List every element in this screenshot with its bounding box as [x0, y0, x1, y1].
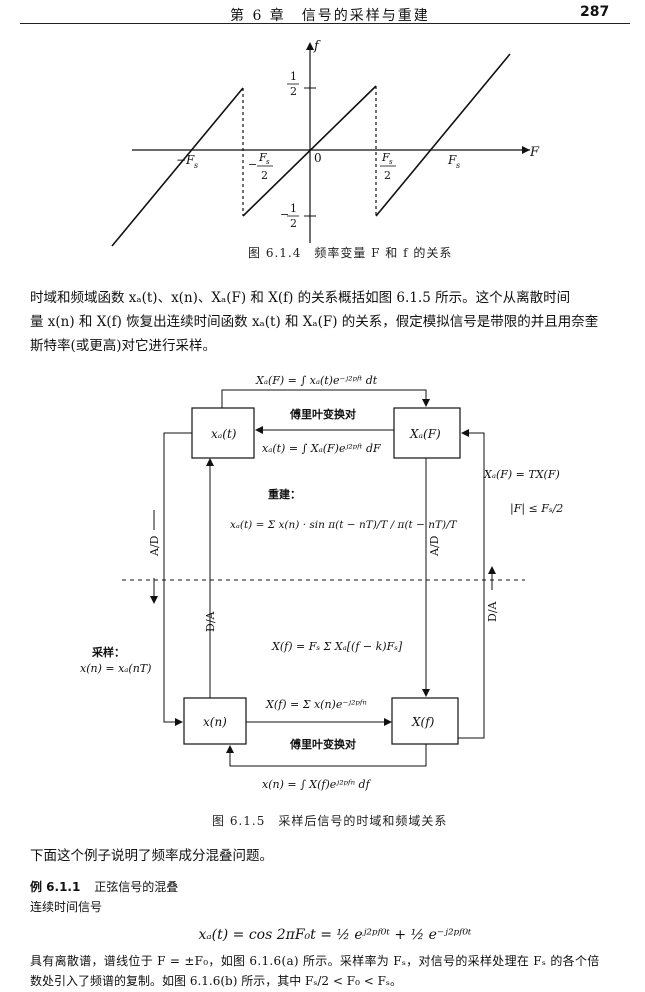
- page-number: 287: [580, 4, 610, 20]
- arrow-up-icon: [226, 745, 234, 753]
- reconstruction-title: 重建：: [268, 487, 301, 501]
- alias-formula: X(f) = Fₛ Σ Xₐ[(f − k)Fₛ]: [271, 640, 403, 653]
- figure-6-1-5-caption: 图 6.1.5 采样后信号的时域和频域关系: [212, 814, 448, 828]
- neg-half-sign: −: [280, 208, 289, 221]
- sawtooth-segment-right: [375, 53, 511, 217]
- svg-text:2: 2: [384, 169, 391, 182]
- ad-left-label: A/D: [148, 535, 161, 557]
- top-formula: Xₐ(F) = ∫ xₐ(t)e⁻ʲ²ᵖᶠᵗ dt: [255, 374, 378, 387]
- label-neg-Fs2-num: F: [258, 151, 267, 164]
- label-neg-Fs2-sign: −: [248, 158, 257, 171]
- arrow-right-icon: [384, 718, 392, 726]
- half-num: 1: [290, 70, 297, 83]
- neg-half-num: 1: [290, 202, 297, 215]
- dtft-formula: X(f) = Σ x(n)e⁻ʲ²ᵖᶠⁿ: [265, 698, 367, 711]
- arrow-up-icon: [206, 458, 214, 466]
- svg-text:2: 2: [261, 169, 268, 182]
- example-6-1-1: 例 6.1.1 正弦信号的混叠 连续时间信号 xₐ(t) = cos 2πF₀t…: [30, 878, 640, 992]
- paragraph-1-line-3: 斯特率(或更高)对它进行采样。: [30, 338, 217, 354]
- sawtooth-segment-center: [242, 85, 377, 217]
- box-Xa-F: [393, 407, 461, 459]
- half-den: 2: [290, 85, 297, 98]
- example-line-2: 具有离散谱，谱线位于 F = ±F₀，如图 6.1.6(a) 所示。采样率为 F…: [30, 954, 600, 968]
- svg-text:Xₐ(F): Xₐ(F): [409, 427, 441, 441]
- svg-text:X(f): X(f): [411, 715, 435, 729]
- label-Fs-sub: s: [456, 161, 460, 170]
- paragraph-1-line-2: 量 x(n) 和 X(f) 恢复出连续时间函数 xₐ(t) 和 Xₐ(F) 的关…: [30, 314, 599, 330]
- example-equation: xₐ(t) = cos 2πF₀t = ½ eʲ²ᵖᶠ⁰ᵗ + ½ e⁻ʲ²ᵖᶠ…: [198, 927, 472, 943]
- ad-right-label: A/D: [428, 535, 441, 557]
- fourier-pair-label-top: 傅里叶变换对: [289, 407, 356, 421]
- example-line-1: 连续时间信号: [30, 900, 103, 914]
- neg-half-den: 2: [290, 217, 297, 230]
- sampling-formula: x(n) = xₐ(nT): [80, 662, 151, 675]
- arrow-down-icon: [422, 689, 430, 697]
- arrow-up-icon: [488, 566, 496, 574]
- chapter-title: 第 6 章 信号的采样与重建: [230, 8, 430, 24]
- arrow-up-icon: [306, 42, 314, 50]
- figure-6-1-4-caption: 图 6.1.4 频率变量 F 和 f 的关系: [248, 246, 453, 260]
- da-right-label: D/A: [486, 600, 499, 622]
- label-Fs: F: [447, 153, 457, 167]
- paragraph-1: 时域和频域函数 xₐ(t)、x(n)、Xₐ(F) 和 X(f) 的关系概括如图 …: [30, 286, 630, 358]
- arrow-right-icon: [522, 146, 530, 154]
- page-header: 第 6 章 信号的采样与重建 287: [0, 2, 645, 24]
- arrow-right-icon: [175, 718, 183, 726]
- label-F: F: [529, 145, 540, 160]
- label-f: f: [313, 39, 321, 54]
- arrow-down-icon: [422, 399, 430, 407]
- inverse-dtft-formula: x(n) = ∫ X(f)eʲ²ᵖᶠⁿ df: [262, 778, 372, 791]
- example-subtitle: 正弦信号的混叠: [94, 880, 179, 894]
- box-X-f: [391, 697, 459, 745]
- paragraph-1-line-1: 时域和频域函数 xₐ(t)、x(n)、Xₐ(F) 和 X(f) 的关系概括如图 …: [30, 290, 571, 306]
- example-title: 例 6.1.1: [30, 880, 81, 894]
- example-line-3: 数处引入了频谱的复制。如图 6.1.6(b) 所示，其中 Fₛ/2 < F₀ <…: [30, 974, 402, 988]
- arrow-left-icon: [461, 429, 469, 437]
- arrow-down-icon: [150, 596, 158, 604]
- da-left-label: D/A: [204, 610, 217, 632]
- inverse-ft-formula: xₐ(t) = ∫ Xₐ(F)eʲ²ᵖᶠᵗ dF: [262, 442, 381, 455]
- sawtooth-segment-left: [111, 87, 244, 247]
- label-neg-Fs-sub: s: [194, 161, 198, 170]
- svg-text:x(n): x(n): [203, 715, 227, 729]
- figure-6-1-4: f F 1 2 − 1 2 0 −F s F s − F s 2 F s 2: [111, 39, 540, 247]
- svg-text:xₐ(t): xₐ(t): [211, 427, 237, 441]
- svg-text:s: s: [266, 158, 270, 166]
- label-origin: 0: [314, 151, 322, 165]
- right-condition: |F| ≤ Fₛ/2: [510, 502, 563, 516]
- reconstruction-formula: xₐ(t) = Σ x(n) · sin π(t − nT)/T / π(t −…: [230, 519, 458, 531]
- arrow-left-icon: [255, 426, 263, 434]
- right-formula: Xₐ(F) = TX(F): [483, 468, 560, 481]
- figure-6-1-5: xₐ(t) Xₐ(F) x(n) X(f) Xₐ(F) = ∫ xₐ(t)e⁻ʲ…: [80, 374, 563, 791]
- label-neg-Fs: −F: [176, 153, 195, 167]
- fourier-pair-label-bottom: 傅里叶变换对: [289, 737, 356, 751]
- paragraph-2: 下面这个例子说明了频率成分混叠问题。: [30, 848, 273, 864]
- box-x-n: [183, 697, 247, 745]
- header-rule: [20, 23, 630, 24]
- label-Fs2-num: F: [381, 151, 390, 164]
- sampling-title: 采样：: [91, 645, 125, 659]
- svg-text:s: s: [389, 158, 393, 166]
